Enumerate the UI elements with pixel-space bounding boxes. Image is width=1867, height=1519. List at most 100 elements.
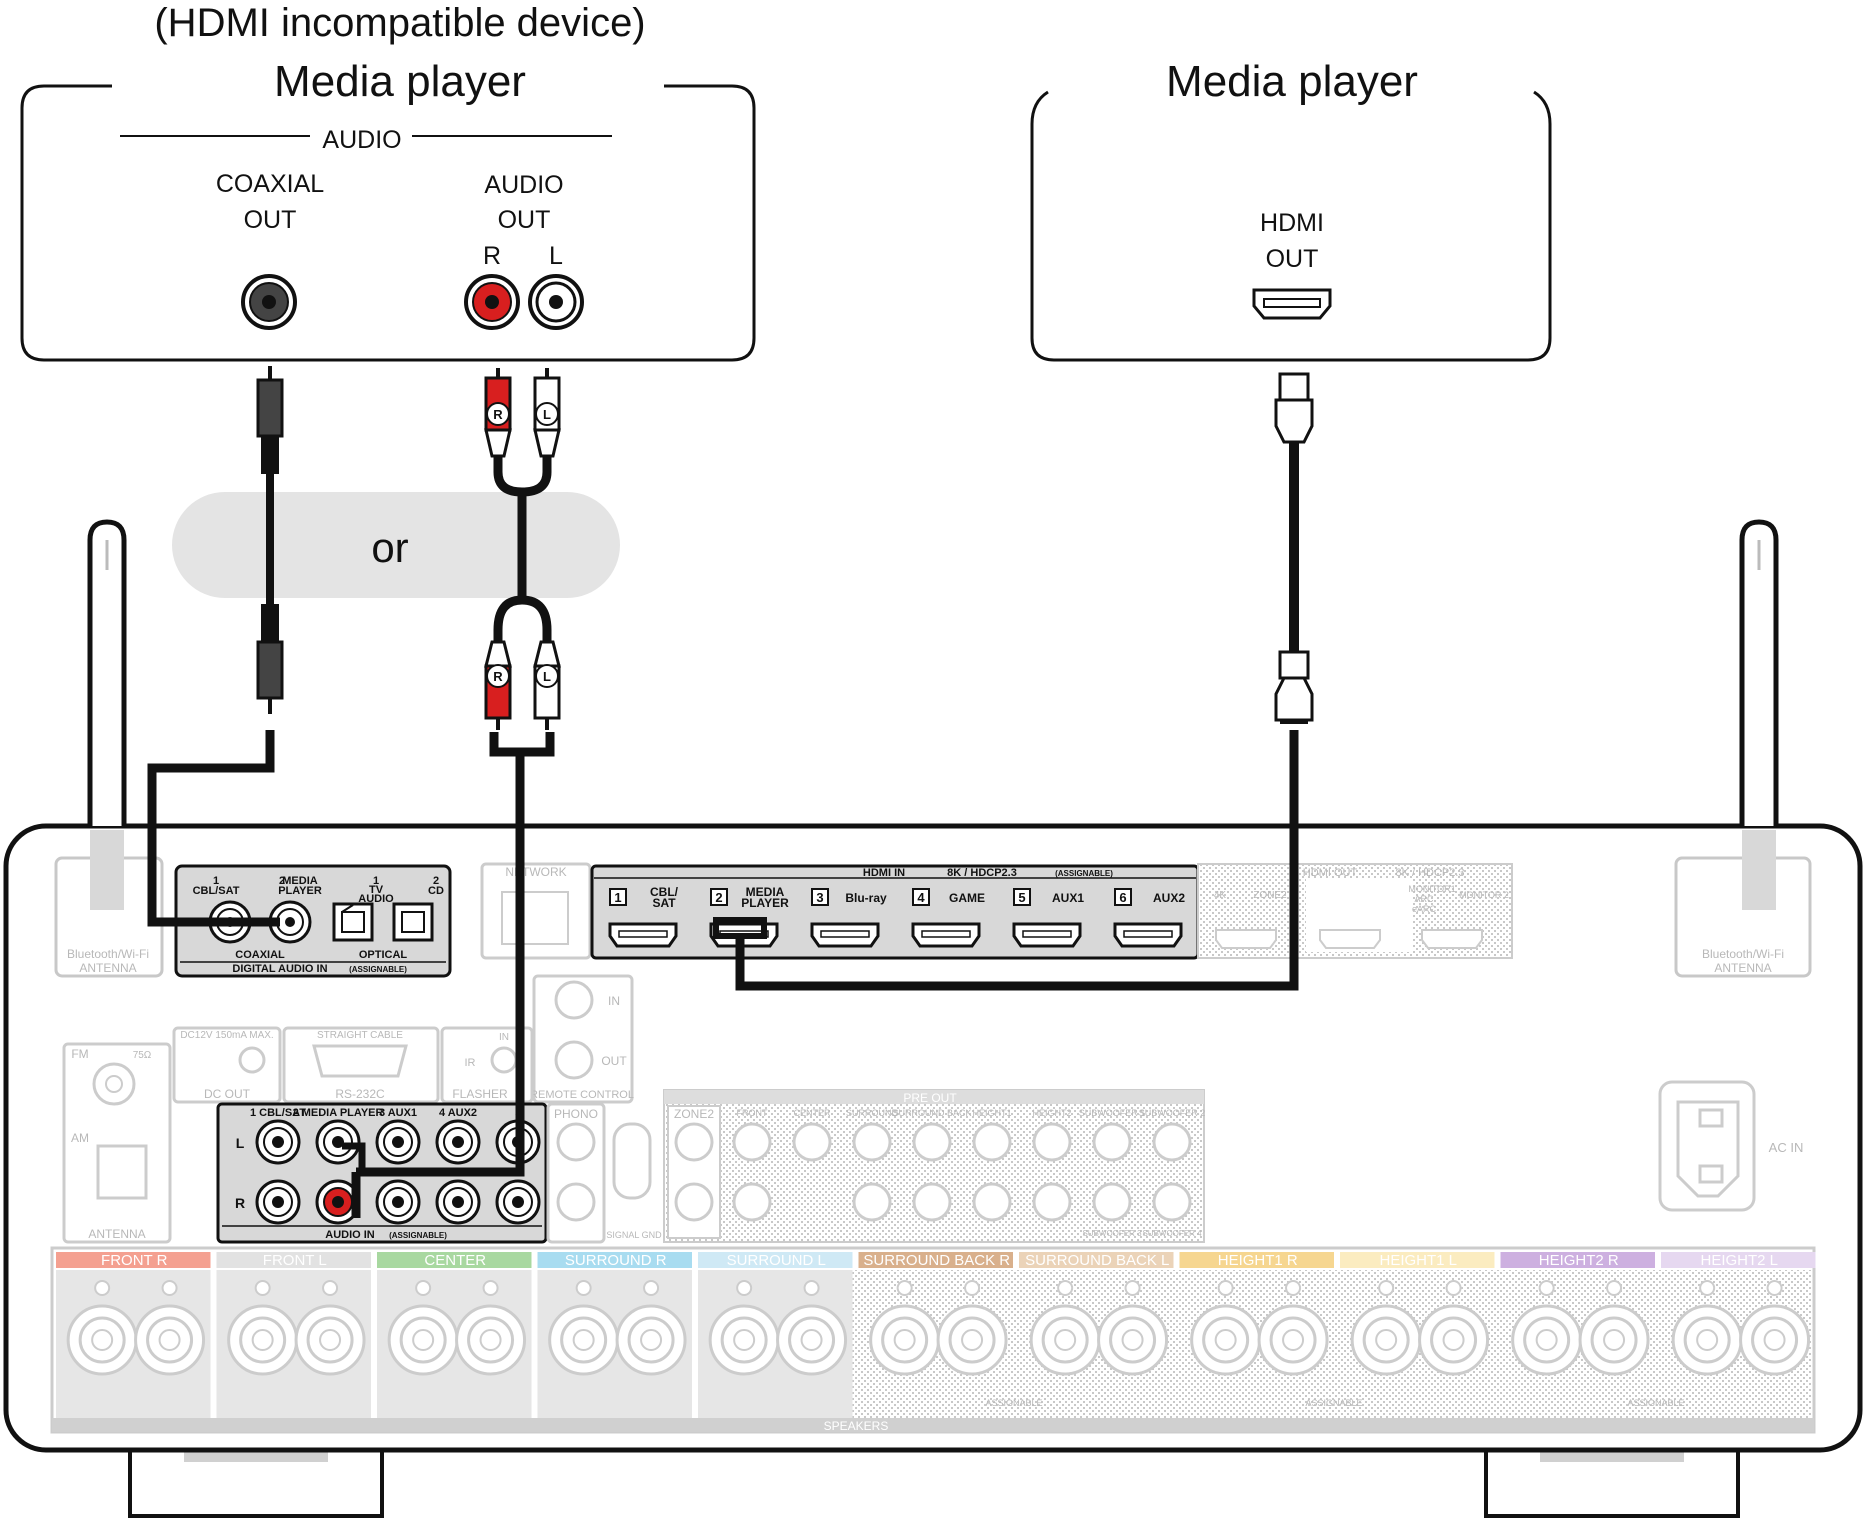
hdmi-in-6-number: 6 bbox=[1119, 890, 1126, 905]
pre-out-8-jack-top bbox=[1152, 1122, 1192, 1162]
digital-audio-in-panel: 1 CBL/SAT MEDIA PLAYER 2 1 TV AUDIO 2 CD… bbox=[174, 864, 452, 978]
hdmi-in-6-number-box bbox=[1114, 888, 1132, 906]
pre-out-5-jack-top bbox=[972, 1122, 1012, 1162]
pre-out-4-jack-bottom bbox=[912, 1182, 952, 1222]
pre-out-sub3: SUBWOOFER 3 bbox=[1082, 1229, 1142, 1238]
pre-out-1-label: FRONT bbox=[737, 1108, 768, 1118]
pre-out-title: PRE OUT bbox=[903, 1091, 957, 1105]
audio-in-title: AUDIO IN bbox=[325, 1229, 375, 1241]
top-plug-r-mark: R bbox=[493, 407, 503, 422]
speaker-label-1: FRONT R bbox=[101, 1252, 168, 1269]
bottom-plug-l-mark: L bbox=[543, 669, 551, 684]
speakers-title: SPEAKERS bbox=[824, 1419, 889, 1433]
network-port: NETWORK bbox=[480, 862, 592, 960]
dai-assignable: (ASSIGNABLE) bbox=[349, 965, 407, 974]
hdmi-in-2-name-2: PLAYER bbox=[741, 896, 789, 910]
coaxial-out-label-2: OUT bbox=[244, 206, 297, 234]
pre-out-4-jack-top bbox=[912, 1122, 952, 1162]
audio-out-label-1: AUDIO bbox=[484, 171, 563, 199]
hdmi-in-5-name: AUX1 bbox=[1052, 891, 1084, 905]
rs232c-label: RS-232C bbox=[335, 1087, 385, 1101]
hdmi-out-panel: HDMI OUT 8K / HDCP2.3 4K ZONE2 MONITOR1 … bbox=[1197, 863, 1513, 959]
pre-out-sub4: SUBWOOFER 4 bbox=[1142, 1229, 1202, 1238]
speaker-header-3 bbox=[377, 1252, 532, 1268]
pre-out-7-label: SUBWOOFER 1 bbox=[1079, 1108, 1146, 1118]
hdmi-in-3-name: Blu-ray bbox=[845, 891, 887, 905]
pre-out-5-jack-bottom bbox=[972, 1182, 1012, 1222]
hdmi-in-spec: 8K / HDCP2.3 bbox=[947, 867, 1017, 879]
speakers-assignable-1: ASSIGNABLE bbox=[985, 1398, 1042, 1408]
speaker-header-4 bbox=[537, 1252, 692, 1268]
pre-out-5-label: HEIGHT1 bbox=[972, 1108, 1011, 1118]
hdmi-out-monitor1-3: eARC bbox=[1412, 904, 1437, 914]
rs232c-cable: STRAIGHT CABLE bbox=[317, 1030, 403, 1041]
phono-input: PHONO SIGNAL GND bbox=[546, 1102, 662, 1244]
fm-am-antenna: FM 75Ω AM ANTENNA bbox=[62, 1042, 172, 1244]
hdmi-in-4-number-box bbox=[912, 888, 930, 906]
rs232c: STRAIGHT CABLE RS-232C bbox=[282, 1026, 440, 1104]
av-receiver: Bluetooth/Wi-Fi ANTENNA Bluetooth/Wi-Fi … bbox=[3, 519, 1863, 1518]
remote-out-label: OUT bbox=[601, 1054, 627, 1068]
hdmi-in-3-number: 3 bbox=[816, 890, 823, 905]
am-label: AM bbox=[71, 1131, 89, 1145]
dai-in1-num: 1 bbox=[213, 875, 219, 887]
speaker-header-11 bbox=[1661, 1252, 1816, 1268]
hdmi-cable bbox=[713, 372, 1314, 991]
pre-out-zone2-r-jack bbox=[674, 1182, 714, 1222]
speaker-label-2: FRONT L bbox=[263, 1252, 327, 1269]
ac-in-label: AC IN bbox=[1769, 1140, 1804, 1155]
left-media-player: Media player AUDIO COAXIAL OUT AUDIO OUT… bbox=[20, 57, 756, 362]
audio-in-l-label: L bbox=[236, 1135, 245, 1151]
hdmi-in-title: HDMI IN bbox=[863, 867, 905, 879]
or-label: or bbox=[371, 524, 408, 571]
speaker-header-2 bbox=[216, 1252, 371, 1268]
audio-in-col-2-label: 2 MEDIA PLAYER bbox=[293, 1107, 384, 1119]
speakers-assignable-3: ASSIGNABLE bbox=[1627, 1398, 1684, 1408]
dai-opt1-num: 1 bbox=[373, 875, 379, 887]
dai-title: DIGITAL AUDIO IN bbox=[232, 963, 327, 975]
left-antenna bbox=[87, 519, 127, 826]
pre-out-4-label: SURROUND BACK bbox=[892, 1108, 971, 1118]
pre-out-6-jack-top bbox=[1032, 1122, 1072, 1162]
right-antenna bbox=[1739, 519, 1779, 826]
audio-out-r-label: R bbox=[483, 242, 501, 270]
speaker-label-4: SURROUND R bbox=[565, 1252, 667, 1269]
dai-optical-label: OPTICAL bbox=[359, 949, 408, 961]
flasher-ir: IR bbox=[465, 1057, 476, 1069]
speaker-label-11: HEIGHT2 L bbox=[1700, 1252, 1778, 1269]
pre-out-zone2: ZONE2 bbox=[674, 1107, 714, 1121]
hdmi-out-label-1: HDMI bbox=[1260, 209, 1324, 237]
pre-out-2-jack-top bbox=[792, 1122, 832, 1162]
audio-group-label: AUDIO bbox=[322, 126, 401, 154]
hdmi-in-1-number-box bbox=[609, 888, 627, 906]
coaxial-out-jack bbox=[241, 274, 297, 330]
dai-coaxial-label: COAXIAL bbox=[235, 949, 285, 961]
pre-out-7-jack-bottom bbox=[1092, 1182, 1132, 1222]
dai-opt2-name: CD bbox=[428, 885, 444, 897]
dai-in2-name-2: PLAYER bbox=[278, 885, 322, 897]
dc-out-spec: DC12V 150mA MAX. bbox=[180, 1030, 273, 1041]
fm-ohm-label: 75Ω bbox=[133, 1050, 152, 1061]
speaker-header-1 bbox=[56, 1252, 211, 1268]
audio-in-col-4-label: 4 AUX2 bbox=[439, 1107, 477, 1119]
speaker-header-9 bbox=[1340, 1252, 1495, 1268]
antenna-fm-label: ANTENNA bbox=[88, 1227, 145, 1241]
remote-control-label: REMOTE CONTROL bbox=[530, 1089, 634, 1101]
pre-out-1-jack-bottom bbox=[732, 1182, 772, 1222]
audio-out-l-label: L bbox=[549, 242, 563, 270]
signal-gnd-label: SIGNAL GND bbox=[606, 1230, 662, 1240]
speaker-header-10 bbox=[1500, 1252, 1655, 1268]
pre-out-3-label: SURROUND bbox=[846, 1108, 899, 1118]
hdmi-in-1-number: 1 bbox=[614, 890, 621, 905]
hdmi-out-title: HDMI OUT bbox=[1303, 867, 1358, 879]
coaxial-out-label-1: COAXIAL bbox=[216, 170, 324, 198]
remote-control-panel: IN OUT REMOTE CONTROL bbox=[530, 974, 634, 1104]
left-device-title: Media player bbox=[274, 57, 526, 106]
hdmi-out-label-2: OUT bbox=[1266, 245, 1319, 273]
pre-out-6-jack-bottom bbox=[1032, 1182, 1072, 1222]
hdmi-in-4-name: GAME bbox=[949, 891, 985, 905]
remote-in-label: IN bbox=[608, 994, 620, 1008]
